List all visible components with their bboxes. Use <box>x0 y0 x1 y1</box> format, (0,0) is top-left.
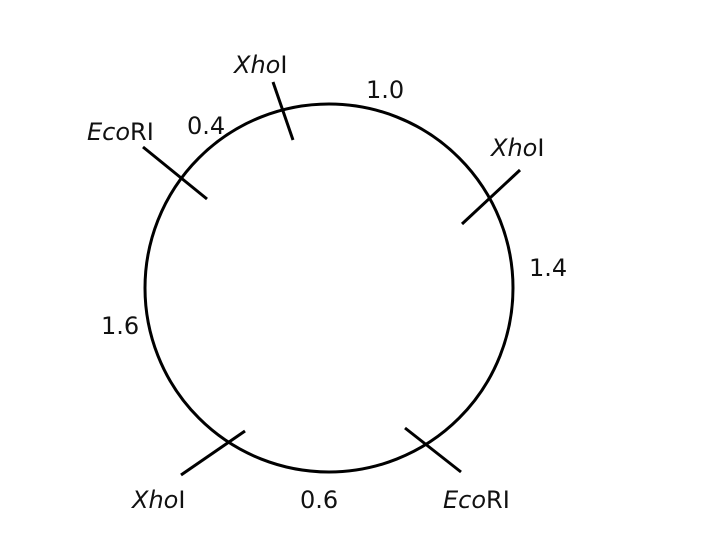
site-tick-eco2 <box>142 145 208 201</box>
site-label-eco2: EcoRI <box>87 118 154 146</box>
site-tick-xho2 <box>460 168 522 226</box>
fragment-length-f-eco2-xho1: 0.4 <box>187 112 225 140</box>
fragment-length-f-xho1-xho2: 1.0 <box>366 76 404 104</box>
site-tick-xho1 <box>271 81 295 141</box>
site-label-xho1: XhoI <box>232 51 287 79</box>
fragment-length-f-xho2-eco1: 1.4 <box>529 254 567 282</box>
site-label-xho2: XhoI <box>489 134 544 162</box>
site-label-eco1: EcoRI <box>443 486 510 514</box>
site-tick-xho3 <box>180 429 246 477</box>
site-label-xho3: XhoI <box>130 486 185 514</box>
plasmid-circle <box>143 102 515 474</box>
fragment-length-f-eco1-xho3: 0.6 <box>300 486 338 514</box>
site-tick-eco1 <box>404 426 462 474</box>
fragment-length-f-xho3-eco2: 1.6 <box>101 312 139 340</box>
